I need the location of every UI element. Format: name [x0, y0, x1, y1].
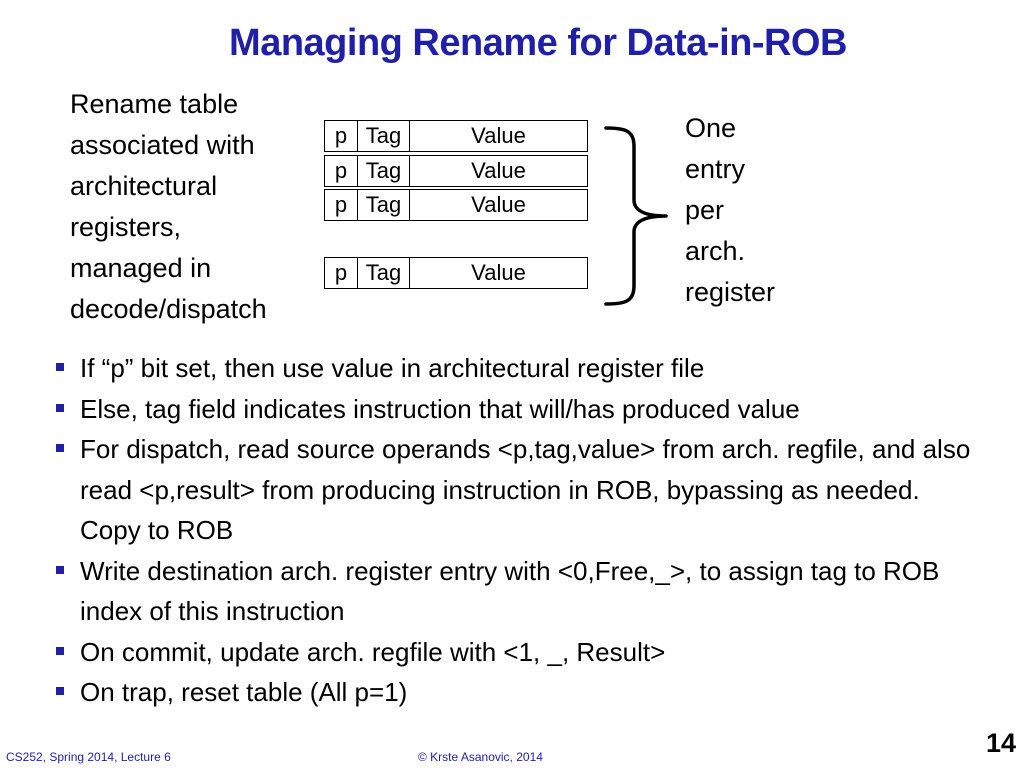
bullet-text: For dispatch, read source operands <p,ta…	[80, 434, 971, 545]
rename-table-row: p Tag Value	[324, 189, 588, 221]
square-bullet-icon	[56, 403, 64, 412]
slide-title: Managing Rename for Data-in-ROB	[229, 22, 847, 64]
bullet-item: For dispatch, read source operands <p,ta…	[56, 429, 986, 551]
description-line: managed in	[70, 253, 212, 283]
tag-cell: Tag	[358, 156, 410, 186]
page-number: 14	[985, 728, 1016, 758]
rename-table-row: p Tag Value	[324, 120, 588, 152]
bullet-item: Write destination arch. register entry w…	[56, 551, 986, 632]
note-line: register	[685, 277, 776, 307]
bullet-item: On trap, reset table (All p=1)	[56, 672, 986, 713]
footer-copyright: © Krste Asanovic, 2014	[418, 750, 543, 764]
bullet-item: Else, tag field indicates instruction th…	[56, 389, 986, 430]
value-cell: Value	[471, 192, 526, 217]
bullet-text: On trap, reset table (All p=1)	[80, 677, 408, 707]
description-line: decode/dispatch	[70, 294, 267, 324]
tag-cell: Tag	[358, 258, 410, 288]
square-bullet-icon	[56, 363, 64, 371]
p-bit-cell: p	[325, 258, 358, 288]
p-bit-cell: p	[325, 121, 358, 151]
square-bullet-icon	[56, 565, 64, 574]
bullet-text: If “p” bit set, then use value in archit…	[80, 353, 705, 383]
footer-course: CS252, Spring 2014, Lecture 6	[6, 750, 171, 764]
bullet-text: Else, tag field indicates instruction th…	[80, 393, 800, 424]
square-bullet-icon	[56, 646, 64, 655]
value-cell: Value	[471, 260, 526, 285]
rename-table-description: Rename table associated with architectur…	[70, 84, 315, 330]
description-line: architectural	[70, 171, 218, 201]
tag-cell: Tag	[358, 190, 410, 220]
entry-per-register-note: One entry per arch. register	[685, 108, 825, 313]
square-bullet-icon	[56, 687, 64, 695]
description-line: registers,	[70, 212, 182, 242]
bullet-item: If “p” bit set, then use value in archit…	[56, 348, 986, 389]
square-bullet-icon	[56, 444, 64, 452]
rename-table-row: p Tag Value	[324, 257, 588, 289]
note-line: arch.	[685, 236, 746, 266]
note-line: per	[685, 195, 725, 225]
value-cell: Value	[471, 158, 526, 183]
note-line: entry	[685, 154, 746, 184]
bullet-text: Write destination arch. register entry w…	[80, 555, 940, 627]
bullet-list: If “p” bit set, then use value in archit…	[56, 348, 986, 713]
description-line: associated with	[70, 130, 255, 160]
right-curly-brace-icon	[604, 126, 668, 306]
value-cell: Value	[471, 123, 526, 148]
tag-cell: Tag	[358, 121, 410, 151]
bullet-item: On commit, update arch. regfile with <1,…	[56, 632, 986, 673]
note-line: One	[685, 113, 737, 143]
p-bit-cell: p	[325, 190, 358, 220]
bullet-text: On commit, update arch. regfile with <1,…	[80, 636, 666, 667]
description-line: Rename table	[70, 89, 239, 119]
p-bit-cell: p	[325, 156, 358, 186]
rename-table-row: p Tag Value	[324, 155, 588, 187]
